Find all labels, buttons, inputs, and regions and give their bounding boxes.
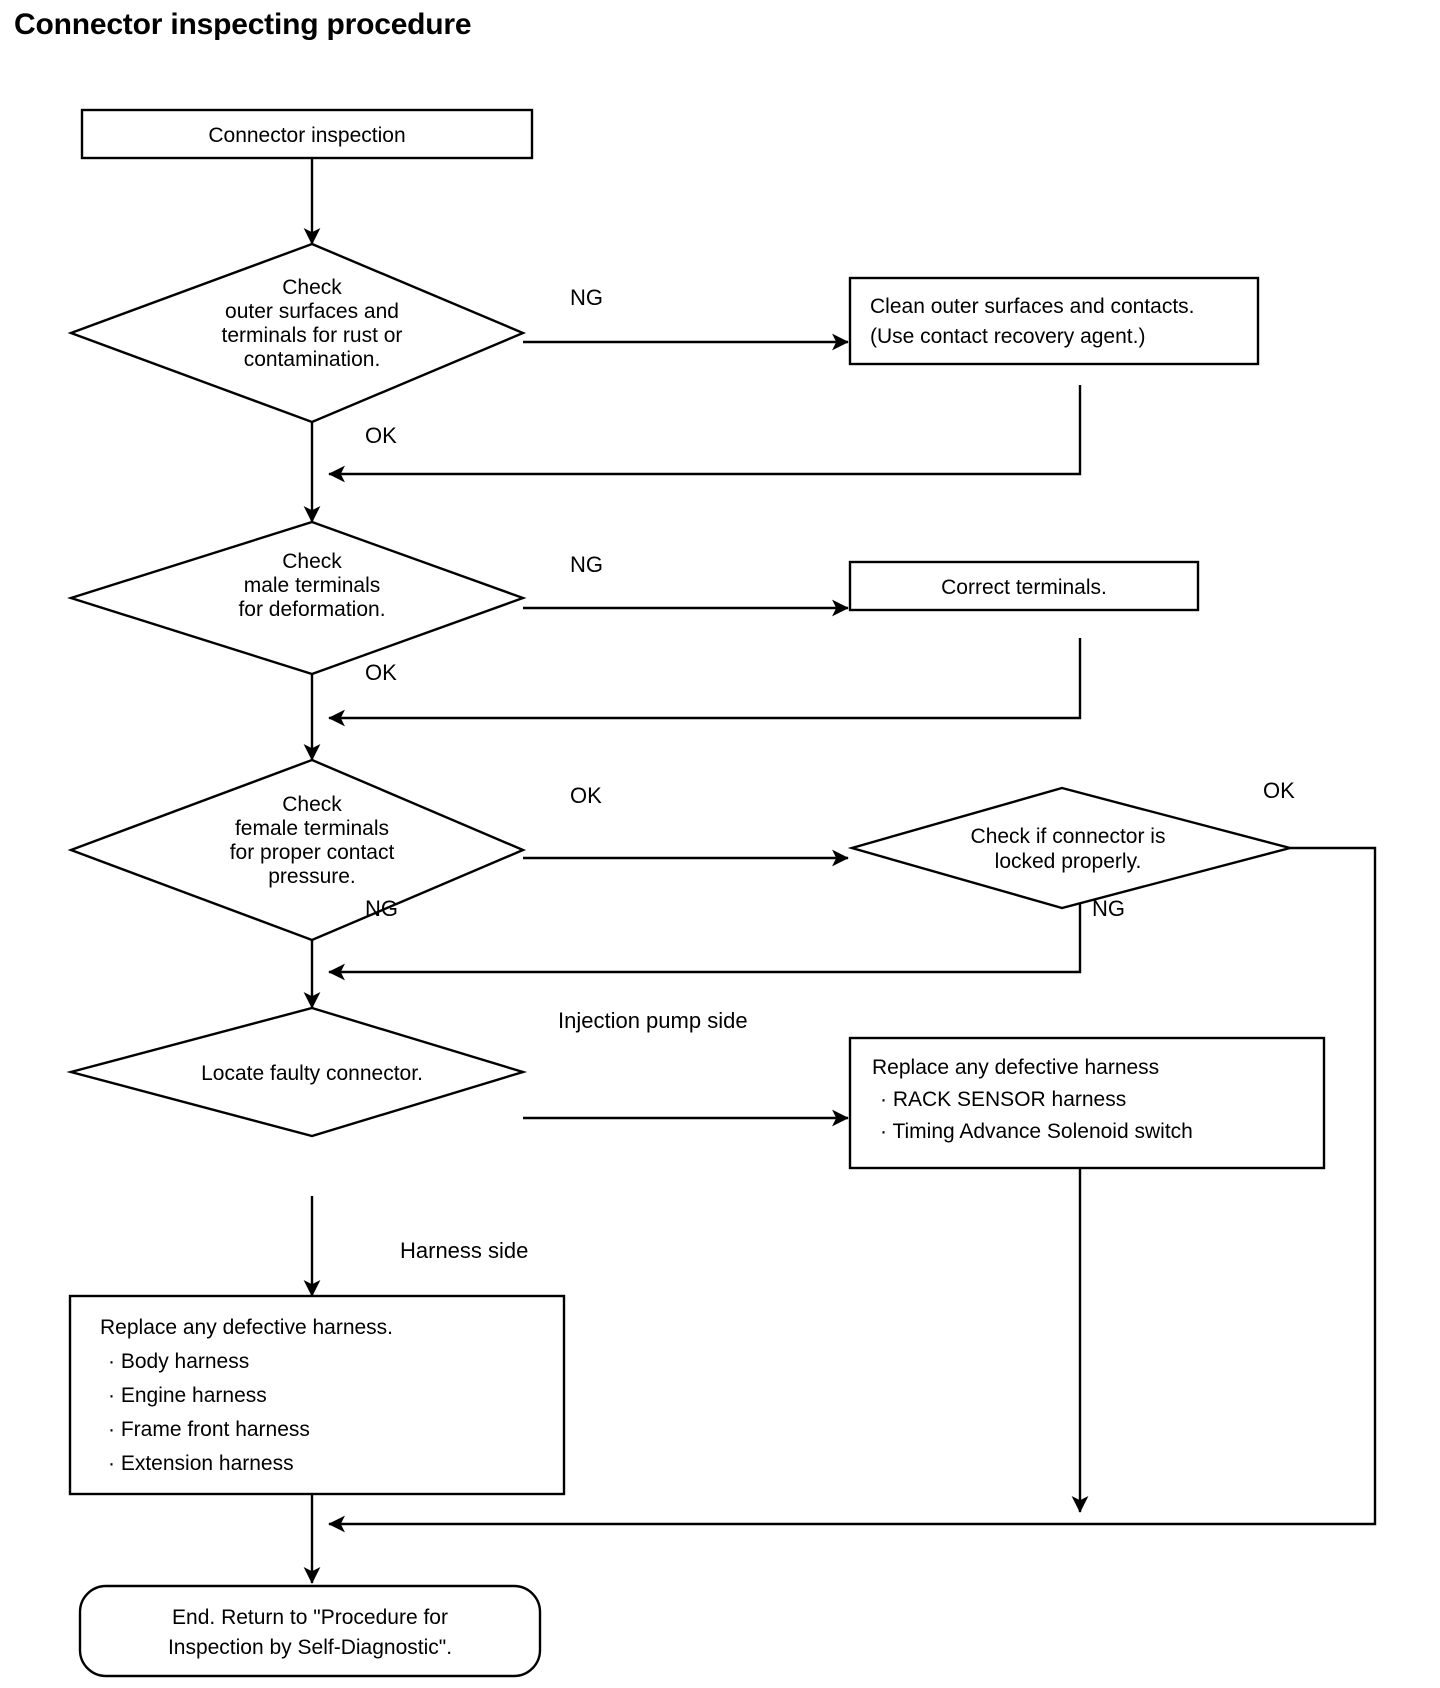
node-clean-outer-surfaces-line2: (Use contact recovery agent.) [870,325,1145,348]
node-check-male-terminals-line2: male terminals [244,574,381,597]
edge-label-check-lock-ng: NG [1092,896,1125,921]
node-replace-harness-harness-side: Replace any defective harness. · Body ha… [68,1294,566,1496]
edge-label-check-outer-ok: OK [365,423,397,448]
node-check-outer-surfaces-line2: outer surfaces and [225,300,399,323]
node-check-connector-locked-line2: locked properly. [995,850,1142,873]
node-replace-harness-pump-side-line3: · Timing Advance Solenoid switch [880,1120,1193,1143]
node-check-outer-surfaces: Check outer surfaces and terminals for r… [67,242,527,424]
edge-correct-return-to-trunk [328,638,1082,727]
node-replace-harness-pump-side: Replace any defective harness · RACK SEN… [848,1036,1326,1170]
node-check-female-terminals-line2: female terminals [235,817,389,840]
node-check-connector-locked-line1: Check if connector is [971,825,1166,848]
edge-clean-return-to-trunk [328,385,1082,483]
node-check-male-terminals: Check male terminals for deformation. [67,520,527,676]
page-title: Connector inspecting procedure [14,8,472,41]
node-connector-inspection: Connector inspection [80,108,534,160]
node-replace-harness-harness-side-line1: Replace any defective harness. [100,1316,393,1339]
node-locate-faulty-connector-label: Locate faulty connector. [201,1062,423,1085]
node-replace-harness-harness-side-line5: · Extension harness [108,1452,294,1475]
node-replace-harness-harness-side-line3: · Engine harness [108,1384,267,1407]
node-replace-harness-pump-side-line1: Replace any defective harness [872,1056,1159,1079]
edge-label-check-male-ok: OK [365,660,397,685]
edge-label-check-male-ng: NG [570,552,603,577]
edge-label-locate-harness-side: Harness side [400,1238,528,1263]
node-replace-harness-harness-side-line2: · Body harness [108,1350,249,1373]
node-check-female-terminals-line3: for proper contact [230,841,395,864]
edge-label-check-female-ng: NG [365,896,398,921]
node-check-female-terminals: Check female terminals for proper contac… [67,758,527,942]
node-connector-inspection-label: Connector inspection [208,124,405,147]
node-end-return-to-procedure-line1: End. Return to "Procedure for [172,1606,448,1629]
edge-label-locate-injection-pump-side: Injection pump side [558,1008,748,1033]
edge-check-lock-ok-to-end [328,846,1377,1533]
node-check-connector-locked: Check if connector is locked properly. [847,786,1295,910]
node-clean-outer-surfaces: Clean outer surfaces and contacts. (Use … [848,276,1260,366]
node-replace-harness-pump-side-line2: · RACK SENSOR harness [880,1088,1126,1111]
edge-check-lock-ng-to-trunk [328,900,1082,981]
edge-label-check-outer-ng: NG [570,285,603,310]
node-correct-terminals-label: Correct terminals. [941,576,1107,599]
node-end-return-to-procedure-line2: Inspection by Self-Diagnostic". [168,1636,452,1659]
edge-label-check-lock-ok: OK [1263,778,1295,803]
node-clean-outer-surfaces-line1: Clean outer surfaces and contacts. [870,295,1195,318]
edge-label-check-female-ok: OK [570,783,602,808]
node-end-return-to-procedure: End. Return to "Procedure for Inspection… [78,1584,542,1678]
node-check-male-terminals-line1: Check [282,550,342,573]
node-check-outer-surfaces-line4: contamination. [244,348,381,371]
node-check-female-terminals-line1: Check [282,793,342,816]
node-check-outer-surfaces-line1: Check [282,276,342,299]
node-locate-faulty-connector: Locate faulty connector. [66,1006,528,1138]
node-check-female-terminals-line4: pressure. [268,865,356,888]
node-check-male-terminals-line3: for deformation. [238,598,385,621]
node-correct-terminals: Correct terminals. [848,560,1200,612]
node-replace-harness-harness-side-line4: · Frame front harness [108,1418,310,1441]
node-check-outer-surfaces-line3: terminals for rust or [222,324,403,347]
